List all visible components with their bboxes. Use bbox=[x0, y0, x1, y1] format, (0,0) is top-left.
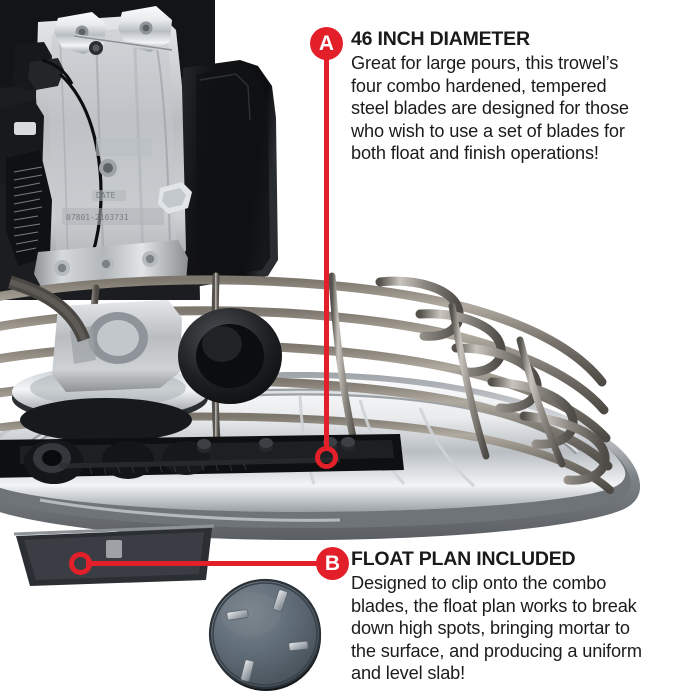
callout-a-target-ring bbox=[315, 446, 338, 469]
callout-a-line-5: both float and finish operations! bbox=[351, 143, 599, 164]
callout-b-line-5: and level slab! bbox=[351, 663, 466, 684]
product-photo: 07801-2103731 DATE bbox=[0, 0, 641, 586]
callout-a-line-4: who wish to use a set of blades for bbox=[351, 120, 625, 141]
callout-b-target-ring bbox=[69, 552, 92, 575]
callout-a-text-block: 46 INCH DIAMETER Great for large pours, … bbox=[351, 28, 657, 165]
callout-a-badge[interactable]: A bbox=[310, 27, 343, 60]
svg-text:DATE: DATE bbox=[96, 191, 115, 200]
callout-b-line-1: Designed to clip onto the combo bbox=[351, 573, 607, 593]
callout-a-line-3: steel blades are designed for those bbox=[351, 98, 629, 119]
callout-b-line-4: the surface, and producing a uniform bbox=[351, 640, 642, 661]
callout-b-text-block: FLOAT PLAN INCLUDED Designed to clip ont… bbox=[351, 548, 657, 685]
callout-a-leader-line bbox=[324, 55, 329, 450]
callout-a-line-2: four combo hardened, tempered bbox=[351, 75, 607, 96]
callout-b-leader-line bbox=[86, 561, 331, 566]
callout-a-body: Great for large pours, this trowel’s fou… bbox=[351, 52, 657, 165]
callout-a-line-1: Great for large pours, this trowel’s bbox=[351, 53, 619, 73]
svg-text:07801-2103731: 07801-2103731 bbox=[66, 213, 129, 222]
callout-b-line-3: down high spots, bringing mortar to bbox=[351, 618, 630, 639]
callout-b-body: Designed to clip onto the combo blades, … bbox=[351, 572, 657, 685]
callout-b-heading: FLOAT PLAN INCLUDED bbox=[351, 548, 576, 570]
callout-b-badge[interactable]: B bbox=[316, 547, 349, 580]
float-plan-disc-photo bbox=[203, 572, 327, 696]
callout-a-heading: 46 INCH DIAMETER bbox=[351, 28, 530, 50]
callout-b-line-2: blades, the float plan works to break bbox=[351, 595, 637, 616]
